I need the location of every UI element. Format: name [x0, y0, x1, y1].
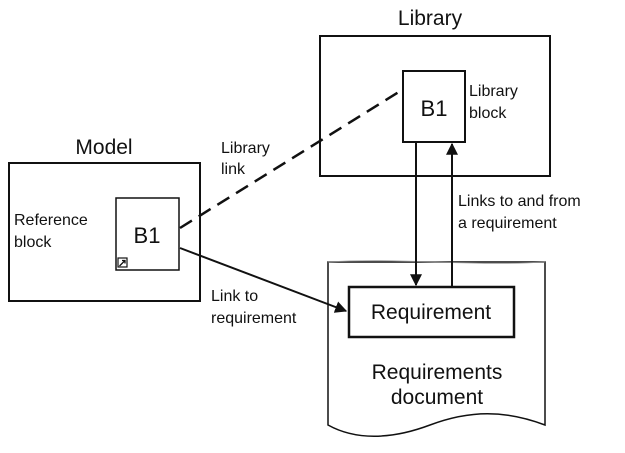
links-requirement-label-line2: a requirement: [458, 215, 557, 232]
arrow-block-to-requirement: [179, 247, 348, 313]
library-block-label-line2: block: [469, 105, 507, 122]
reference-block-label-line2: block: [14, 234, 52, 251]
reference-block-label-line1: Reference: [14, 212, 88, 229]
model-box: [8, 162, 201, 302]
links-requirement-label-line1: Links to and from: [458, 193, 581, 210]
library-title: Library: [398, 7, 463, 30]
document-top-edge: [327, 260, 546, 264]
requirement-label: Requirement: [371, 301, 491, 324]
library-block-label-line1: Library: [469, 83, 518, 100]
reference-block-name: B1: [134, 223, 161, 248]
model-title: Model: [75, 136, 132, 159]
link-to-requirement-label-line1: Link to: [211, 288, 258, 305]
library-block-name: B1: [421, 96, 448, 121]
shortcut-link-icon: [117, 257, 128, 268]
library-block: [402, 70, 466, 143]
document-label-line1: Requirements: [372, 361, 503, 384]
requirement-box: [347, 285, 516, 339]
link-to-requirement-label-line2: requirement: [211, 310, 297, 327]
document-label-line2: document: [391, 386, 483, 409]
library-link-line: [179, 88, 403, 230]
library-link-label-line1: Library: [221, 140, 270, 157]
library-box: [319, 35, 551, 177]
library-link-label-line2: link: [221, 161, 246, 178]
